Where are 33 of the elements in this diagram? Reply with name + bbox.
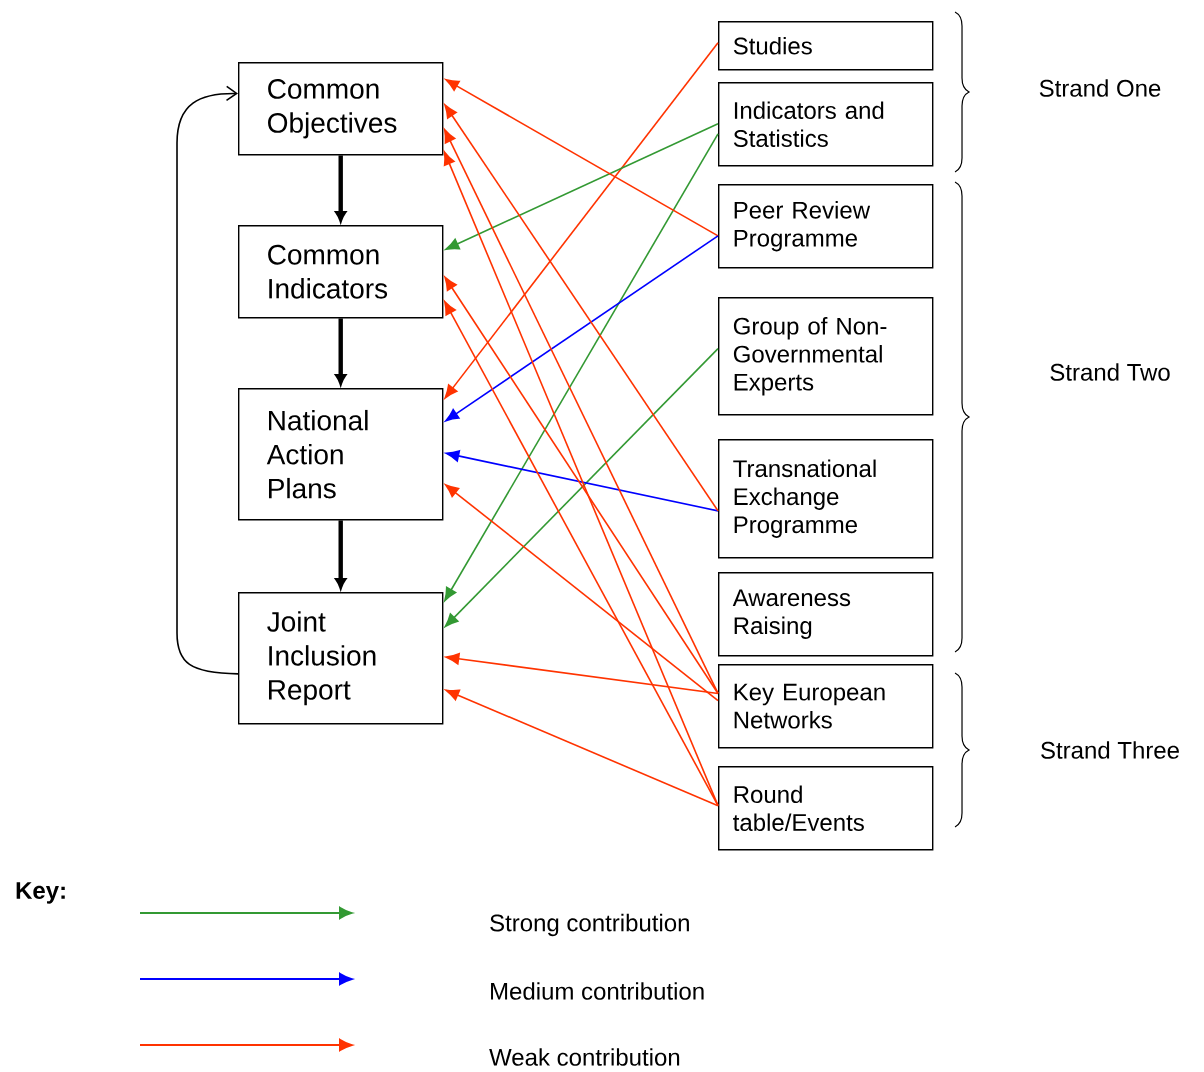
legend-text: Strong contribution [490, 913, 689, 937]
arrow [444, 300, 719, 807]
text-box: Round table/Events [718, 766, 934, 851]
text-box: Group of Non-Governmental Experts [718, 297, 934, 416]
text-box: Indicators and Statistics [718, 82, 934, 167]
arrow [445, 689, 719, 807]
text-box: Key European Networks [718, 664, 934, 749]
arrow [445, 235, 719, 422]
arrow [444, 276, 719, 695]
text-box: Awareness Raising [718, 572, 934, 657]
arrow [444, 104, 719, 512]
strand-label: Strand Three [1041, 741, 1179, 759]
text-box: National Action Plans [238, 388, 444, 521]
text-box: Peer Review Programme [718, 184, 934, 269]
text-box: Transnational Exchange Programme [718, 439, 934, 559]
legend-text: Medium contribution [491, 982, 704, 1000]
strand-label: Strand Two [1050, 363, 1170, 381]
arrow [445, 484, 719, 702]
arrow [445, 450, 719, 512]
text-box: Common Objectives [238, 62, 444, 156]
arrow [444, 133, 719, 602]
arrow [445, 652, 719, 695]
text-box: Joint Inclusion Report [238, 592, 444, 725]
text-box: Common Indicators [238, 225, 444, 319]
legend-text: Weak contribution [489, 1048, 680, 1066]
text-box: Studies [718, 21, 934, 71]
arrow [445, 122, 719, 250]
arrow [445, 79, 719, 237]
arrow [176, 85, 239, 675]
arrow [444, 347, 719, 628]
key-heading: Key: [16, 882, 65, 904]
strand-label: Strand One [1039, 79, 1161, 97]
arrow [444, 41, 719, 399]
